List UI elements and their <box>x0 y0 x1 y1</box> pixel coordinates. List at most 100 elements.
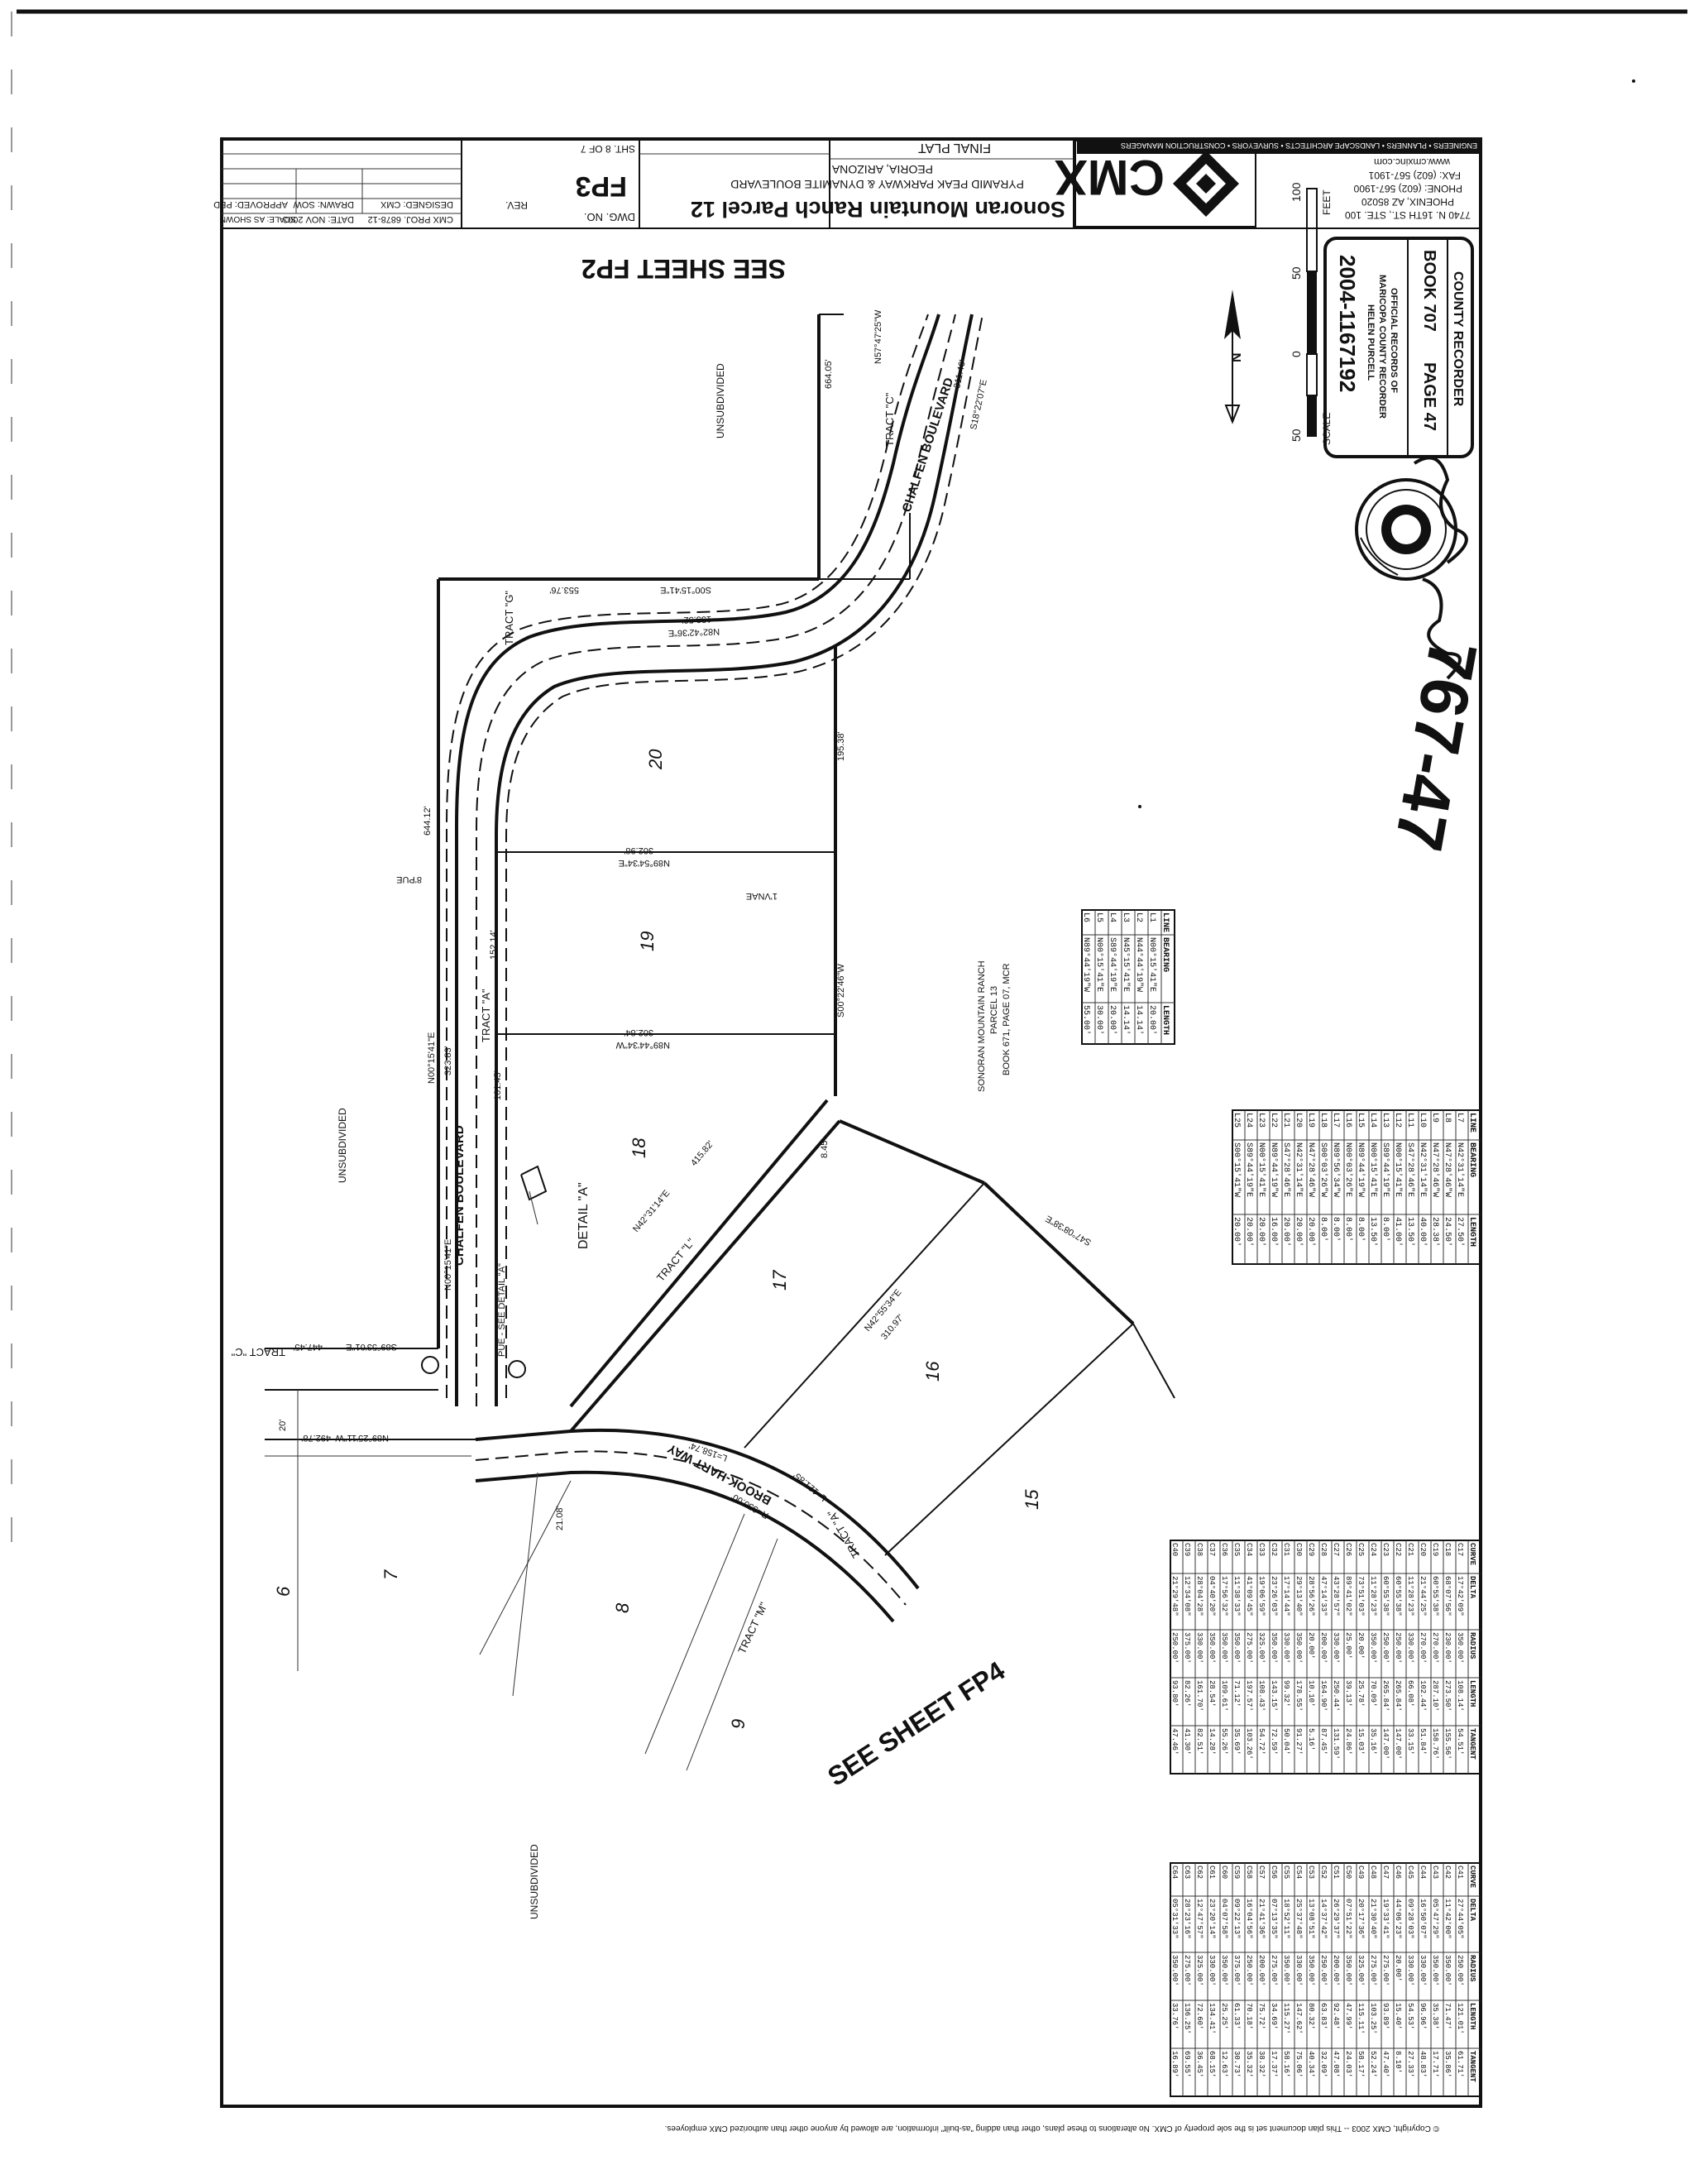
table-cell: 87.45' <box>1319 1728 1328 1755</box>
table-cell: 21°44'25" <box>1419 1576 1427 1616</box>
table-cell: 17.71' <box>1431 2051 1439 2077</box>
table-cell: 35.32' <box>1245 2051 1253 2077</box>
table-cell: 24.86' <box>1344 1728 1352 1755</box>
table-cell: 58.17' <box>1357 2051 1365 2077</box>
chalfen-boulevard-east-edge <box>495 314 974 1406</box>
lot-7: 7 <box>380 1569 401 1580</box>
table-cell: 82.51' <box>1195 1728 1204 1755</box>
table-cell: C60 <box>1220 1866 1228 1879</box>
curve-table-2: CURVEDELTARADIUSLENGTHTANGENTC4127°44'05… <box>1170 1862 1481 2097</box>
cmx-proj: CMX PROJ. 6878-12 <box>368 214 453 224</box>
table-cell: 25.78' <box>1357 1680 1365 1707</box>
table-cell: 330.00' <box>1332 1632 1340 1664</box>
table-header-cell: CURVE <box>1468 1543 1476 1566</box>
table-cell: 11°28'23" <box>1406 1576 1414 1616</box>
table-cell: 275.00' <box>1369 1955 1377 1986</box>
recorder-book: BOOK 707 <box>1420 250 1438 332</box>
dim-label: N57°47'25"W <box>873 309 883 364</box>
dim-label: N89°44'34"W <box>615 1040 670 1050</box>
table-cell: 41.30' <box>1183 1728 1191 1755</box>
table-cell: 12.63' <box>1220 2051 1228 2077</box>
table-cell: 50.04' <box>1282 1728 1290 1755</box>
table-header-cell: BEARING <box>1160 937 1170 972</box>
table-cell: 58.16' <box>1282 2051 1290 2077</box>
pue-line-east <box>505 314 983 1398</box>
table-cell: 13.50' <box>1405 1217 1415 1247</box>
table-cell: N42°31'14"E <box>1294 1142 1304 1197</box>
table-cell: 33.76' <box>1170 2003 1179 2029</box>
table-cell: 16°04'56" <box>1245 1899 1253 1939</box>
dim-label: 20' <box>278 1420 288 1431</box>
table-cell: 8.00' <box>1331 1217 1341 1242</box>
recorder-heading: COUNTY RECORDER <box>1451 271 1465 407</box>
table-cell: C32 <box>1270 1543 1278 1556</box>
table-cell: 60°55'38" <box>1431 1576 1439 1616</box>
table-cell: 270.00' <box>1419 1632 1427 1664</box>
tract-c-label-2: TRACT "C" <box>883 392 896 447</box>
table-cell: 93.89' <box>1381 2003 1390 2029</box>
table-cell: 12°34'08" <box>1183 1576 1191 1616</box>
table-cell: 21°30'40" <box>1369 1899 1377 1939</box>
dim-label: 195.38' <box>836 731 846 761</box>
table-cell: 20.00' <box>1394 1955 1402 1981</box>
firm-city: PHOENIX, AZ 85020 <box>1361 196 1454 208</box>
table-header-cell: LINE <box>1467 1113 1476 1133</box>
table-cell: 71.12' <box>1232 1680 1241 1707</box>
table-cell: S89°44'19"E <box>1244 1142 1254 1197</box>
table-cell: N00°15'41"E <box>1256 1142 1266 1197</box>
table-cell: C44 <box>1419 1866 1427 1879</box>
tract-l-line <box>569 1119 841 1433</box>
table-cell: 115.11' <box>1357 2003 1365 2034</box>
table-cell: C47 <box>1381 1866 1390 1879</box>
table-cell: N44°44'19"W <box>1134 937 1144 992</box>
table-cell: 270.00' <box>1431 1632 1439 1664</box>
scan-speck <box>1632 79 1635 83</box>
table-cell: 250.00' <box>1381 1632 1390 1664</box>
dim-label: 302.98' <box>624 845 653 855</box>
dim-label: 133.52' <box>682 614 711 625</box>
table-cell: 28°56'26" <box>1307 1576 1315 1616</box>
firm-web: www.cmxinc.com <box>1374 156 1451 168</box>
dim-label: 415.82' <box>689 1139 715 1168</box>
table-cell: L4 <box>1108 912 1117 922</box>
table-cell: 273.50' <box>1443 1680 1452 1712</box>
table-cell: 330.00' <box>1294 1955 1303 1986</box>
table-cell: 75.72' <box>1257 2003 1266 2029</box>
table-cell: 38.32' <box>1257 2051 1266 2077</box>
dim-label: 492.78' <box>301 1433 331 1443</box>
table-cell: C37 <box>1208 1543 1216 1556</box>
table-cell: 250.00' <box>1394 1632 1402 1664</box>
recorder-number: 2004-1167192 <box>1335 255 1360 392</box>
table-cell: 275.00' <box>1270 1955 1278 1986</box>
table-cell: 32.09' <box>1319 2051 1328 2077</box>
table-cell: 350.00' <box>1456 1632 1464 1664</box>
table-cell: 8.00' <box>1381 1217 1390 1242</box>
table-cell: 325.00' <box>1195 1955 1204 1986</box>
table-cell: 35.86' <box>1443 2051 1452 2077</box>
dim-label: 21.08' <box>555 1506 565 1530</box>
table-cell: C21 <box>1406 1543 1414 1556</box>
table-cell: N47°28'46"W <box>1306 1142 1316 1197</box>
table-cell: 80.32' <box>1307 2003 1315 2029</box>
table-cell: 40.34' <box>1307 2051 1315 2077</box>
table-cell: N42°31'14"E <box>1418 1142 1428 1197</box>
table-cell: 68.15' <box>1208 2051 1216 2077</box>
lot-line-7-8 <box>512 1472 538 1697</box>
table-cell: 70.18' <box>1245 2003 1253 2029</box>
table-cell: 109.61' <box>1220 1680 1228 1712</box>
table-cell: 325.00' <box>1257 1632 1266 1664</box>
table-cell: C28 <box>1319 1543 1328 1556</box>
table-cell: C27 <box>1332 1543 1340 1556</box>
table-cell: S00°15'41"W <box>1232 1142 1242 1197</box>
table-cell: N89°44'19"W <box>1081 937 1091 992</box>
designed: DESIGNED: CMX <box>380 199 453 209</box>
table-cell: 375.00' <box>1232 1955 1241 1986</box>
table-cell: C39 <box>1183 1543 1191 1556</box>
table-header-cell: DELTA <box>1468 1899 1476 1922</box>
table-cell: 35.16' <box>1369 1728 1377 1755</box>
lot-6: 6 <box>273 1586 294 1597</box>
table-cell: S47°28'46"E <box>1281 1142 1291 1197</box>
dim-label: 161.45' <box>493 1070 503 1100</box>
table-cell: 33.15' <box>1406 1728 1414 1755</box>
